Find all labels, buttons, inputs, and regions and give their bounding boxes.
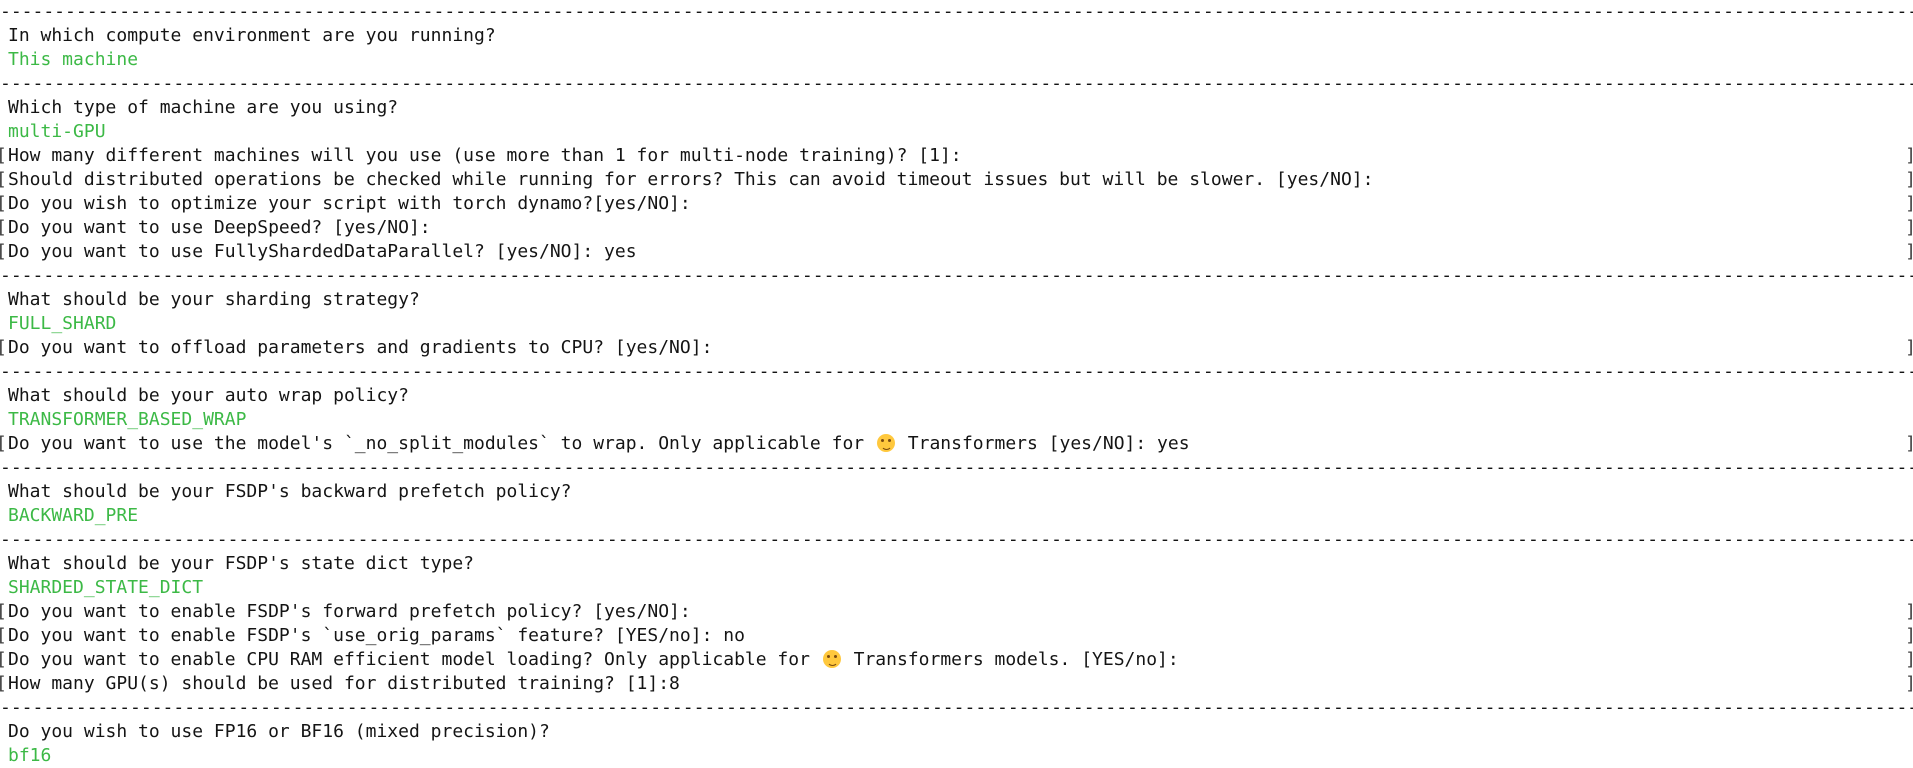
right-bracket-glyph: ]	[1905, 216, 1913, 240]
separator-line: ----------------------------------------…	[0, 361, 1913, 382]
answer-line: SHARDED_STATE_DICT	[8, 577, 204, 598]
separator-line: ----------------------------------------…	[0, 697, 1913, 718]
prompt-text: Do you want to enable FSDP's forward pre…	[8, 601, 702, 622]
answer-line: multi-GPU	[8, 121, 106, 142]
prompt-line: [How many different machines will you us…	[0, 144, 1913, 168]
answer-line: bf16	[8, 745, 52, 766]
right-bracket-glyph: ]	[1905, 168, 1913, 192]
prompt-text: Do you want to use FullyShardedDataParal…	[8, 241, 637, 262]
left-bracket-glyph: [	[0, 192, 7, 216]
prompt-text: Do you want to use the model's `_no_spli…	[8, 433, 1190, 454]
answer-line: This machine	[8, 49, 139, 70]
separator-line: ----------------------------------------…	[0, 529, 1913, 550]
prompt-line: [Do you want to enable CPU RAM efficient…	[0, 648, 1913, 672]
prompt-line: [Do you wish to optimize your script wit…	[0, 192, 1913, 216]
prompt-line: [How many GPU(s) should be used for dist…	[0, 672, 1913, 696]
right-bracket-glyph: ]	[1905, 432, 1913, 456]
question-line: What should be your auto wrap policy?	[8, 385, 409, 406]
answer-line: TRANSFORMER_BASED_WRAP	[8, 409, 247, 430]
prompt-text: Do you wish to optimize your script with…	[8, 193, 702, 214]
separator-line: ----------------------------------------…	[0, 457, 1913, 478]
question-line: Which type of machine are you using?	[8, 97, 399, 118]
question-line: In which compute environment are you run…	[8, 25, 496, 46]
prompt-text: Do you want to enable CPU RAM efficient …	[8, 649, 1190, 670]
hugging-face-emoji	[876, 434, 895, 452]
right-bracket-glyph: ]	[1905, 600, 1913, 624]
left-bracket-glyph: [	[0, 168, 7, 192]
hugging-face-emoji	[822, 650, 841, 668]
left-bracket-glyph: [	[0, 600, 7, 624]
prompt-line: [Do you want to use FullyShardedDataPara…	[0, 240, 1913, 264]
prompt-text: Do you want to enable FSDP's `use_orig_p…	[8, 625, 745, 646]
prompt-line: [Do you want to offload parameters and g…	[0, 336, 1913, 360]
question-line: What should be your sharding strategy?	[8, 289, 420, 310]
prompt-text: How many different machines will you use…	[8, 145, 973, 166]
prompt-line: [Do you want to use DeepSpeed? [yes/NO]:…	[0, 216, 1913, 240]
left-bracket-glyph: [	[0, 648, 7, 672]
right-bracket-glyph: ]	[1905, 192, 1913, 216]
prompt-line: [Should distributed operations be checke…	[0, 168, 1913, 192]
prompt-text: Do you want to use DeepSpeed? [yes/NO]:	[8, 217, 442, 238]
right-bracket-glyph: ]	[1905, 240, 1913, 264]
left-bracket-glyph: [	[0, 144, 7, 168]
right-bracket-glyph: ]	[1905, 672, 1913, 696]
left-bracket-glyph: [	[0, 624, 7, 648]
prompt-text: Should distributed operations be checked…	[8, 169, 1385, 190]
prompt-line: [Do you want to enable FSDP's `use_orig_…	[0, 624, 1913, 648]
separator-line: ----------------------------------------…	[0, 73, 1913, 94]
right-bracket-glyph: ]	[1905, 648, 1913, 672]
separator-line: ----------------------------------------…	[0, 1, 1913, 22]
left-bracket-glyph: [	[0, 672, 7, 696]
left-bracket-glyph: [	[0, 336, 7, 360]
prompt-text: Do you want to offload parameters and gr…	[8, 337, 724, 358]
answer-line: FULL_SHARD	[8, 313, 117, 334]
left-bracket-glyph: [	[0, 240, 7, 264]
question-line: What should be your FSDP's backward pref…	[8, 481, 572, 502]
separator-line: ----------------------------------------…	[0, 265, 1913, 286]
answer-line: BACKWARD_PRE	[8, 505, 139, 526]
prompt-line: [Do you want to use the model's `_no_spl…	[0, 432, 1913, 456]
right-bracket-glyph: ]	[1905, 144, 1913, 168]
right-bracket-glyph: ]	[1905, 336, 1913, 360]
question-line: What should be your FSDP's state dict ty…	[8, 553, 474, 574]
left-bracket-glyph: [	[0, 216, 7, 240]
prompt-line: [Do you want to enable FSDP's forward pr…	[0, 600, 1913, 624]
right-bracket-glyph: ]	[1905, 624, 1913, 648]
left-bracket-glyph: [	[0, 432, 7, 456]
question-line: Do you wish to use FP16 or BF16 (mixed p…	[8, 721, 550, 742]
prompt-text: How many GPU(s) should be used for distr…	[8, 673, 680, 694]
